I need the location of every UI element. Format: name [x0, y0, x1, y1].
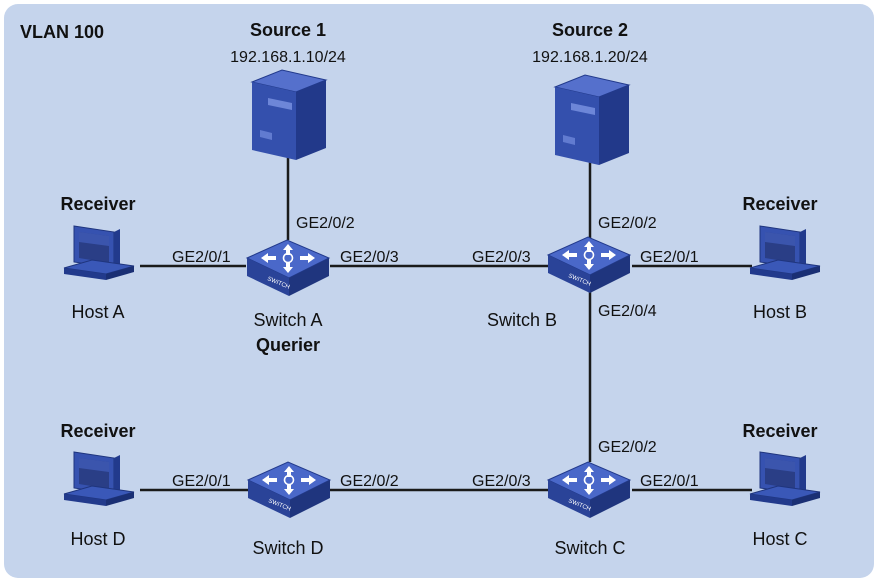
host-a-role: Receiver: [60, 194, 135, 214]
port-b-host: GE2/0/1: [640, 249, 699, 266]
switch-b-name: Switch B: [487, 310, 557, 330]
port-c-host: GE2/0/1: [640, 473, 699, 490]
port-b-c: GE2/0/4: [598, 303, 657, 320]
switch-a-role: Querier: [256, 335, 320, 355]
port-a-source: GE2/0/2: [296, 215, 355, 232]
host-c-name: Host C: [752, 529, 807, 549]
port-b-source: GE2/0/2: [598, 215, 657, 232]
source-2-title: Source 2: [552, 20, 628, 40]
host-c-role: Receiver: [742, 421, 817, 441]
port-d-host: GE2/0/1: [172, 473, 231, 490]
host-b-role: Receiver: [742, 194, 817, 214]
links: [140, 148, 752, 492]
switch-a-name: Switch A: [253, 310, 322, 330]
switch-c-name: Switch C: [554, 538, 625, 558]
port-c-d: GE2/0/3: [472, 473, 531, 490]
host-a-name: Host A: [71, 302, 124, 322]
server-icon-source-2: [554, 74, 630, 166]
port-c-b: GE2/0/2: [598, 439, 657, 456]
host-d-name: Host D: [70, 529, 125, 549]
vlan-label: VLAN 100: [20, 22, 104, 42]
source-1-title: Source 1: [250, 20, 326, 40]
port-a-host: GE2/0/1: [172, 249, 231, 266]
vlan-panel: [4, 4, 874, 578]
server-icon-source-1: [251, 69, 327, 161]
host-d-role: Receiver: [60, 421, 135, 441]
source-1-ip: 192.168.1.10/24: [230, 49, 346, 66]
port-a-b: GE2/0/3: [340, 249, 399, 266]
port-d-c: GE2/0/2: [340, 473, 399, 490]
host-b-name: Host B: [753, 302, 807, 322]
port-b-a: GE2/0/3: [472, 249, 531, 266]
source-2-ip: 192.168.1.20/24: [532, 49, 648, 66]
switch-d-name: Switch D: [252, 538, 323, 558]
